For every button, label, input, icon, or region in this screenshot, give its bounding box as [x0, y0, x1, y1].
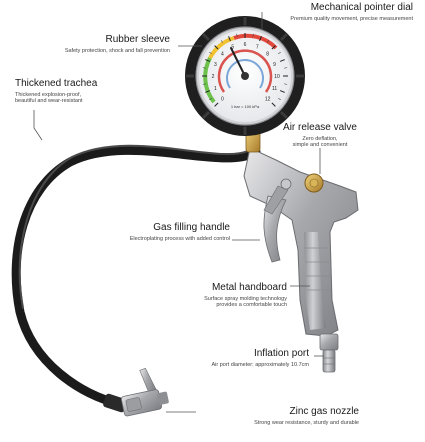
callout-title: Zinc gas nozzle — [289, 406, 359, 417]
gauge-minor-tick — [220, 40, 224, 43]
callout-subtitle-line2: provides a comfortable touch — [216, 301, 287, 308]
gauge-yellow-zone — [208, 36, 235, 59]
callout-title: Inflation port — [253, 348, 309, 359]
hose-ferrule — [103, 393, 127, 413]
gauge-inner-arc — [217, 49, 273, 93]
gauge-tick-label: 7 — [256, 44, 259, 50]
callout-subtitle-line1: Thickened explosion-proof, — [15, 91, 82, 98]
callout-mechanical-pointer-dial: Mechanical pointer dial Premium quality … — [290, 2, 413, 22]
inflation-port — [319, 333, 339, 373]
callout-subtitle: Strong wear resistance, sturdy and durab… — [254, 419, 359, 426]
gauge-inner-arc-2 — [226, 59, 264, 89]
gauge-minor-tick — [266, 40, 270, 43]
gauge-minor-tick — [278, 97, 281, 101]
gauge-minor-tick — [202, 83, 206, 85]
callout-metal-handboard: Metal handboard Surface spray molding te… — [204, 282, 287, 308]
callout-title: Air release valve — [283, 122, 357, 133]
gauge-tick — [228, 36, 231, 42]
gauge-tick-label: 3 — [214, 62, 217, 68]
callout-subtitle: Safety protection, shock and fall preven… — [64, 47, 170, 54]
callout-title: Mechanical pointer dial — [310, 2, 413, 13]
gauge-tick-label: 9 — [273, 62, 276, 68]
gauge-tick-label: 0 — [221, 97, 224, 103]
gauge-hub — [241, 72, 249, 80]
gauge-tick-label: 2 — [212, 74, 215, 80]
callout-gas-filling-handle: Gas filling handle Electroplating proces… — [130, 222, 230, 242]
gauge-tick-label: 8 — [266, 51, 269, 57]
gauge-minor-tick — [202, 67, 206, 69]
hose — [11, 145, 261, 409]
gauge-tick — [259, 36, 262, 42]
gauge-tick — [214, 102, 219, 107]
leader-thickened-trachea — [33, 110, 43, 141]
hose-highlight — [18, 144, 251, 309]
callout-subtitle-line2: beautiful and wear-resistant — [15, 97, 83, 104]
callout-air-release-valve: Air release valve Zero deflation, simple… — [262, 122, 378, 148]
gauge-tick — [279, 59, 285, 62]
callout-title: Gas filling handle — [153, 222, 230, 233]
sleeve-ridges — [186, 17, 304, 135]
callout-title: Metal handboard — [211, 282, 287, 293]
gauge-needle — [230, 47, 246, 77]
callout-title: Rubber sleeve — [105, 34, 170, 45]
body-screw — [280, 178, 292, 190]
gauge-tick — [205, 59, 211, 62]
gauge-tick-label: 10 — [274, 74, 280, 80]
zinc-gas-nozzle — [120, 367, 169, 417]
gauge-minor-tick — [284, 83, 288, 85]
gauge-red-zone — [233, 33, 278, 50]
gauge-tick-label: 1 — [214, 86, 217, 92]
gauge-minor-tick — [284, 67, 288, 69]
callout-rubber-sleeve: Rubber sleeve Safety protection, shock a… — [65, 34, 170, 54]
callout-subtitle-line1: Surface spray molding technology — [204, 295, 287, 302]
gauge-minor-tick — [252, 33, 254, 37]
gauge-tick-label: 4 — [221, 51, 224, 57]
gauge-tick-label: 5 — [231, 44, 234, 50]
gauge-tick — [271, 102, 276, 107]
gauge-tick — [279, 90, 285, 93]
gauge-minor-tick — [209, 51, 212, 55]
handboard-ribs — [304, 247, 331, 291]
air-release-valve — [304, 173, 324, 193]
gauge-tick-label: 12 — [265, 97, 271, 103]
callout-inflation-port: Inflation port Air port diameter: approx… — [211, 348, 309, 368]
gauge-tick — [205, 90, 211, 93]
gauge-tick — [271, 45, 276, 50]
gauge-minor-tick — [209, 97, 212, 101]
gauge-tick-marks — [202, 33, 288, 107]
callout-subtitle: Premium quality movement, precise measur… — [290, 15, 413, 22]
gauge-tick-label: 11 — [272, 86, 277, 92]
callout-subtitle: Air port diameter: approximately 10.7cm — [211, 361, 309, 368]
leader-lines — [33, 12, 324, 413]
callout-title: Thickened trachea — [15, 78, 98, 89]
handle-grip — [304, 232, 326, 330]
gauge-minor-tick — [278, 51, 281, 55]
callout-subtitle: Electroplating process with added contro… — [129, 235, 230, 242]
callout-thickened-trachea: Thickened trachea Thickened explosion-pr… — [15, 78, 97, 104]
callout-subtitle-line2: simple and convenient — [292, 141, 348, 148]
gauge-tick — [214, 45, 219, 50]
gauge-minor-tick — [236, 33, 238, 37]
callout-subtitle-line1: Zero deflation, — [302, 135, 338, 142]
gauge-tick-label: 6 — [244, 42, 247, 48]
callout-zinc-gas-nozzle: Zinc gas nozzle Strong wear resistance, … — [254, 406, 359, 426]
